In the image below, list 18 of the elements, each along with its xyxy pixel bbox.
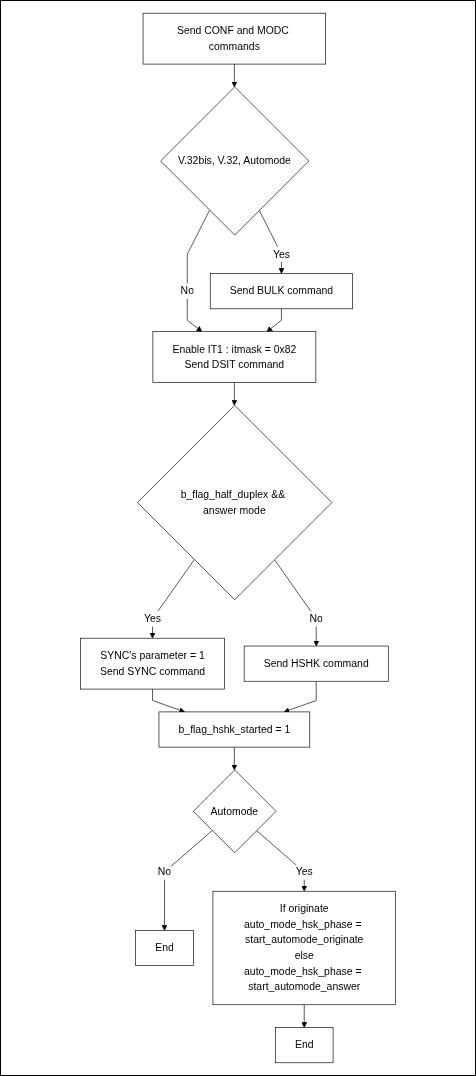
node-box: Send HSHK command xyxy=(243,645,389,682)
node-box: If originate auto_mode_hsk_phase = start_automode_originate else auto_mode_hsk_phase = start_automode_answer xyxy=(212,890,396,1006)
node-box: Send CONF and MODC commands xyxy=(142,12,326,65)
node-box: Send BULK command xyxy=(209,273,353,310)
edge-label: No xyxy=(157,866,172,878)
node-box: b_flag_hshk_started = 1 xyxy=(158,711,311,748)
node-box: SYNC's parameter = 1 Send SYNC command xyxy=(80,637,225,690)
node-box: End xyxy=(135,930,194,966)
node-diamond: V.32bis, V.32, Automode xyxy=(160,86,310,236)
node-box: End xyxy=(275,1027,334,1064)
edge-label: No xyxy=(309,613,323,625)
edge-label: Yes xyxy=(272,248,290,260)
node-diamond: Automode xyxy=(192,769,277,854)
edge-label: Yes xyxy=(295,866,313,878)
node-box: Enable IT1 : itmask = 0x82 Send DSIT command xyxy=(152,331,317,383)
node-diamond: b_flag_half_duplex && answer mode xyxy=(137,405,333,601)
edge-label: No xyxy=(180,285,194,297)
edge-label: Yes xyxy=(144,613,162,625)
